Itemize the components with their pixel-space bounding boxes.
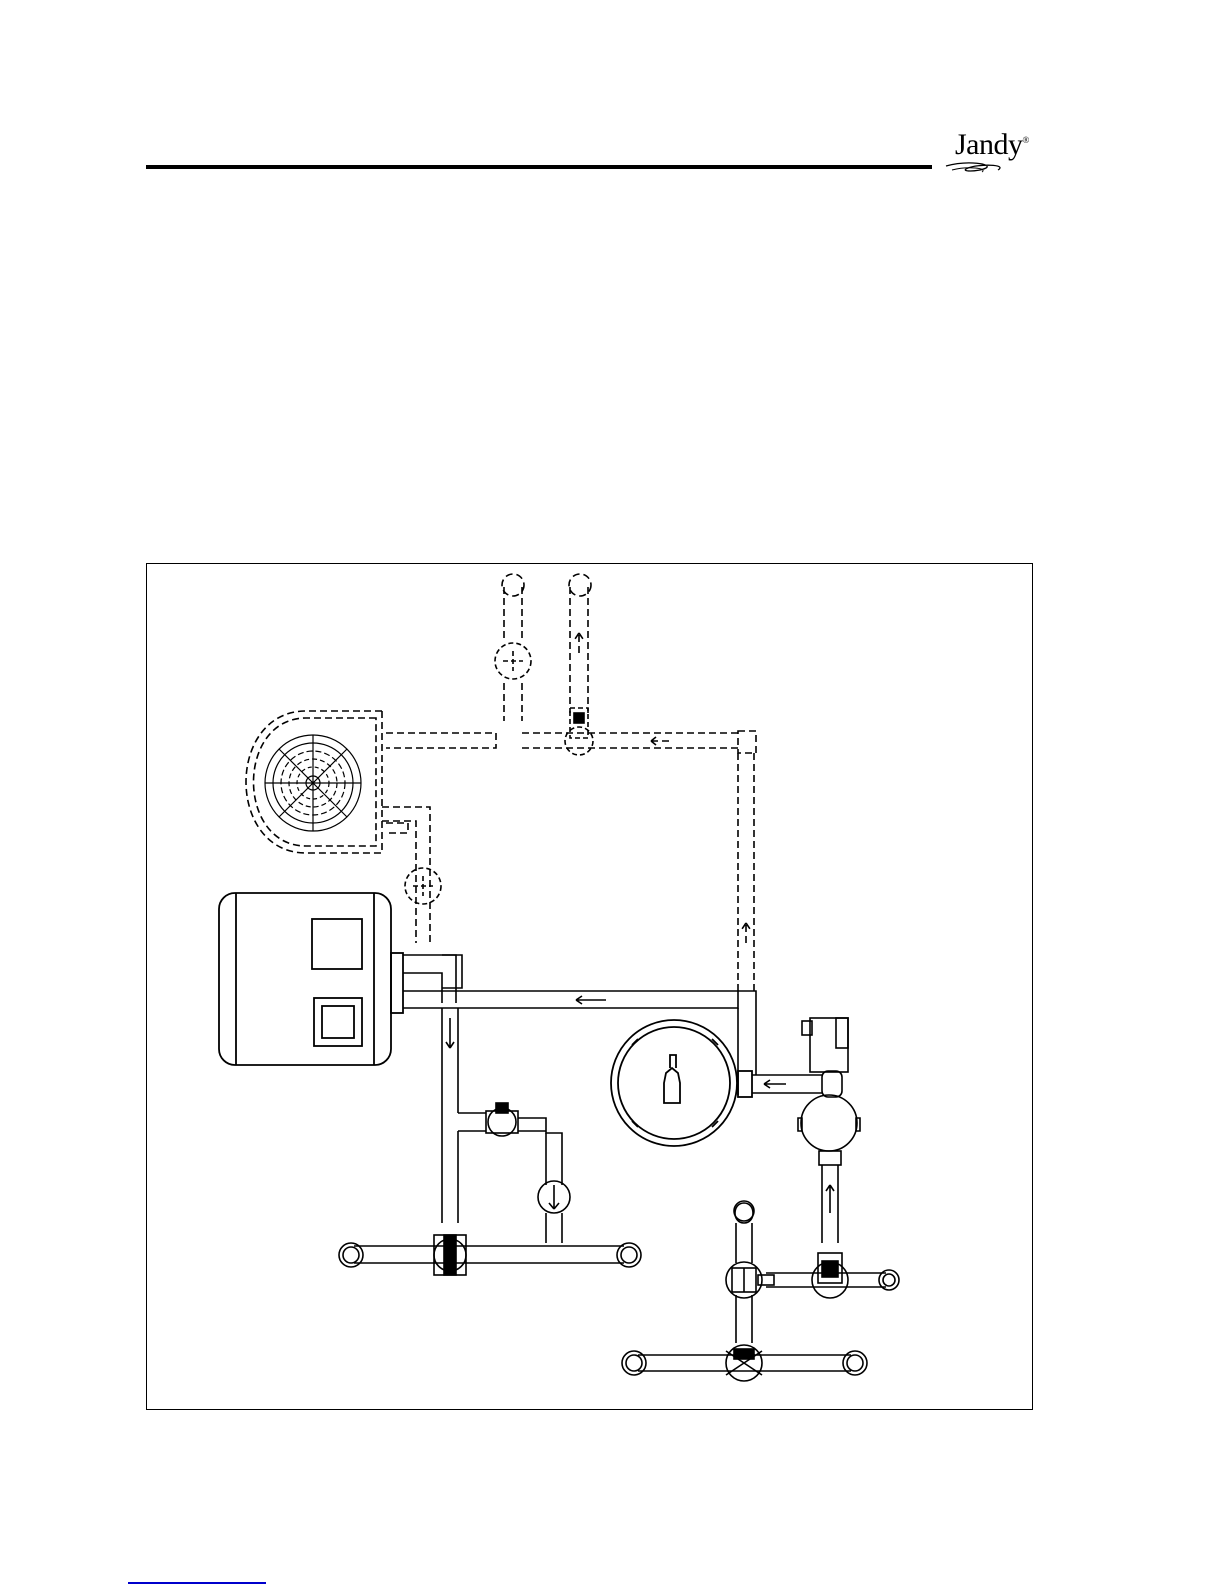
pump bbox=[219, 893, 403, 1065]
valve-bottom-right bbox=[726, 1345, 762, 1381]
valve-right-2 bbox=[812, 1253, 848, 1298]
valve-bottom-left bbox=[434, 1235, 466, 1275]
footer-link-underline bbox=[128, 1582, 266, 1584]
plumbing-diagram bbox=[146, 563, 1033, 1410]
brand-swirl-icon bbox=[938, 126, 1038, 178]
main-piping-solid bbox=[339, 955, 756, 1267]
heat-pump-fan bbox=[265, 735, 361, 831]
check-valve-lower-left bbox=[538, 1181, 570, 1213]
chlorinator-assembly bbox=[752, 1018, 860, 1243]
dashed-check-valve-top bbox=[495, 643, 531, 679]
valve-right-1 bbox=[726, 1262, 774, 1298]
dashed-check-valve-left bbox=[405, 868, 441, 904]
header-rule bbox=[146, 165, 932, 169]
filter bbox=[611, 1020, 752, 1146]
valve-lower-left-1 bbox=[486, 1103, 518, 1136]
